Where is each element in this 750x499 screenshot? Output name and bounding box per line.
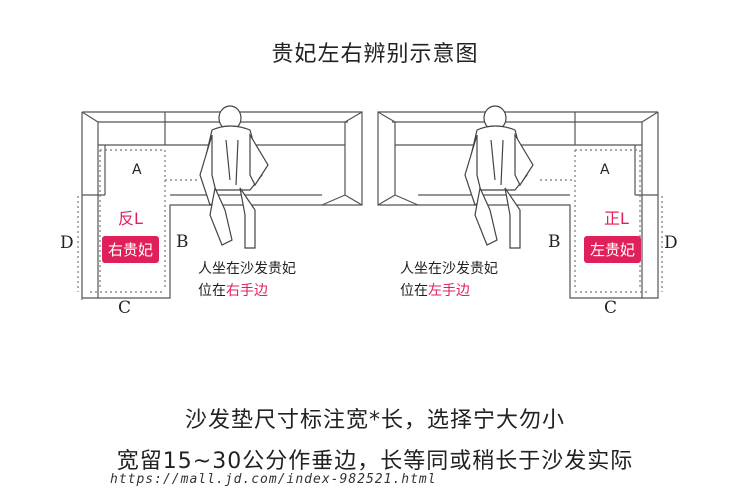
right-label-a: A [600, 162, 610, 178]
right-label-c: C [604, 298, 618, 318]
caption-line2: 宽留15~30公分作垂边，长等同或稍长于沙发实际 [116, 449, 634, 474]
page-title: 贵妃左右辨别示意图 [271, 42, 479, 67]
left-note-line2: 位在右手边 [198, 280, 296, 302]
watermark-url[interactable]: https://mall.jd.com/index-982521.html [110, 472, 437, 487]
left-note: 人坐在沙发贵妃 位在右手边 [198, 258, 296, 302]
right-note: 人坐在沙发贵妃 位在左手边 [400, 258, 498, 302]
right-label-b: B [548, 232, 561, 252]
left-label-c: C [118, 298, 132, 318]
right-note-prefix: 位在 [400, 283, 428, 299]
right-note-highlight: 左手边 [428, 283, 470, 299]
left-note-prefix: 位在 [198, 283, 226, 299]
left-label-a: A [132, 162, 142, 178]
right-label-d: D [664, 233, 678, 253]
left-note-highlight: 右手边 [226, 283, 268, 299]
right-badge: 左贵妃 [584, 236, 642, 263]
left-type-label: 反L [118, 209, 143, 228]
left-note-line1: 人坐在沙发贵妃 [198, 261, 296, 277]
right-type-label: 正L [604, 209, 629, 228]
left-dimension-lines [77, 149, 200, 300]
right-note-line2: 位在左手边 [400, 280, 498, 302]
right-note-line1: 人坐在沙发贵妃 [400, 261, 498, 277]
left-person-figure [199, 105, 269, 249]
caption-line1: 沙发垫尺寸标注宽*长，选择宁大勿小 [184, 408, 565, 433]
left-label-b: B [176, 232, 189, 252]
right-person-figure [464, 105, 534, 249]
right-dimension-lines [540, 149, 663, 293]
left-badge: 右贵妃 [102, 236, 160, 263]
left-label-d: D [60, 233, 74, 253]
right-sofa-outline [377, 111, 659, 299]
